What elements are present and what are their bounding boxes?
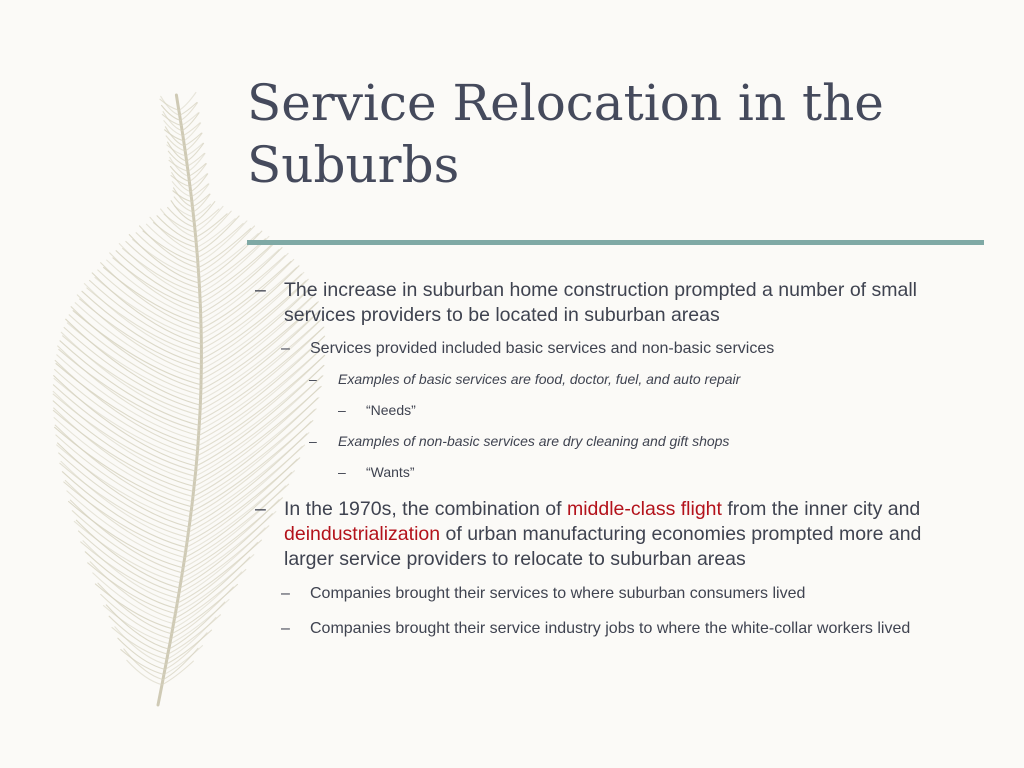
bullet-level2: – Companies brought their services to wh… bbox=[255, 583, 975, 604]
bullet-level2: – Services provided included basic servi… bbox=[255, 338, 975, 359]
text-run: from the inner city and bbox=[721, 498, 921, 520]
highlight-term: deindustrialization bbox=[284, 523, 441, 545]
text-run: In the 1970s, the combination of bbox=[284, 498, 567, 520]
dash-marker: – bbox=[281, 620, 290, 637]
bullet-level1: – In the 1970s, the combination of middl… bbox=[255, 497, 975, 572]
bullet-level3: – Examples of basic services are food, d… bbox=[255, 370, 975, 389]
highlight-term: middle-class flight bbox=[566, 498, 722, 520]
bullet-text: Services provided included basic service… bbox=[310, 340, 775, 357]
bullet-text: Companies brought their services to wher… bbox=[310, 585, 806, 602]
dash-marker: – bbox=[309, 371, 317, 387]
bullet-level4: – “Wants” bbox=[255, 463, 975, 482]
dash-marker: – bbox=[338, 464, 346, 480]
slide-title: Service Relocation in the Suburbs bbox=[247, 72, 987, 196]
bullet-text: In the 1970s, the combination of middle-… bbox=[284, 498, 921, 570]
bullet-text: Companies brought their service industry… bbox=[310, 620, 911, 637]
bullet-list: – The increase in suburban home construc… bbox=[255, 278, 975, 639]
bullet-level4: – “Needs” bbox=[255, 401, 975, 420]
dash-marker: – bbox=[338, 402, 346, 418]
dash-marker: – bbox=[281, 585, 290, 602]
feather-icon bbox=[52, 91, 326, 707]
title-divider bbox=[247, 240, 984, 245]
title-line-1: Service Relocation in the bbox=[247, 74, 884, 132]
bullet-text: Examples of basic services are food, doc… bbox=[338, 371, 741, 387]
title-line-2: Suburbs bbox=[247, 136, 460, 194]
dash-marker: – bbox=[281, 340, 290, 357]
bullet-text: The increase in suburban home constructi… bbox=[284, 279, 917, 326]
text-run: of urban manufacturing economies prompte… bbox=[284, 523, 922, 570]
dash-marker: – bbox=[255, 498, 266, 520]
bullet-level3: – Examples of non-basic services are dry… bbox=[255, 432, 975, 451]
bullet-text: “Needs” bbox=[366, 402, 416, 418]
bullet-text: Examples of non-basic services are dry c… bbox=[338, 433, 730, 449]
bullet-level2: – Companies brought their service indust… bbox=[255, 618, 975, 639]
dash-marker: – bbox=[309, 433, 317, 449]
bullet-text: “Wants” bbox=[366, 464, 415, 480]
dash-marker: – bbox=[255, 279, 266, 301]
bullet-level1: – The increase in suburban home construc… bbox=[255, 278, 975, 328]
